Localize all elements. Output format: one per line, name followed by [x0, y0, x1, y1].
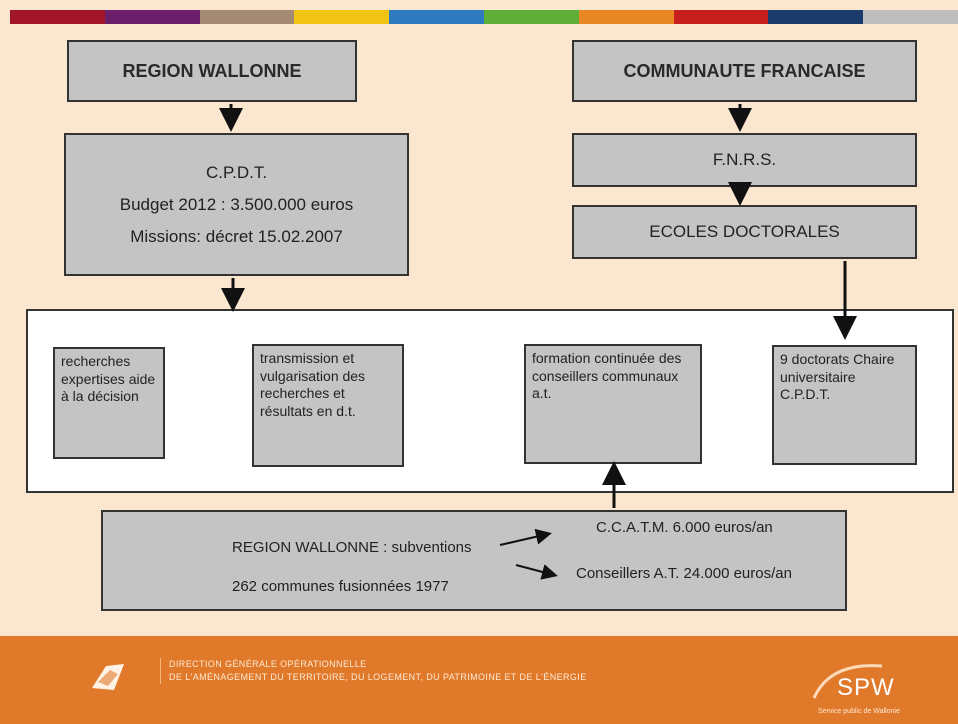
direction-logo-icon	[92, 664, 124, 690]
region-wallonne-subventions-box	[101, 510, 847, 611]
fnrs-title: F.N.R.S.	[712, 150, 777, 169]
color-stripes	[10, 10, 958, 24]
footer-bar: DIRECTION GÉNÉRALE OPÉRATIONNELLE DE L'A…	[0, 636, 958, 724]
panel-item-transmission-text: transmission et vulgarisation des recher…	[260, 350, 366, 419]
color-stripe-10	[863, 10, 958, 24]
fnrs-box: F.N.R.S.	[572, 133, 917, 187]
region-wallonne-title: REGION WALLONNE	[122, 60, 302, 81]
panel-item-recherches-text: recherches expertises aide à la décision	[61, 353, 156, 404]
color-stripe-1	[10, 10, 105, 24]
color-stripe-8	[673, 10, 769, 24]
ecoles-doctorales-box: ECOLES DOCTORALES	[572, 205, 917, 259]
panel-item-doctorats-text: 9 doctorats Chaire universitaire C.P.D.T…	[780, 351, 895, 402]
footer-line-1: DIRECTION GÉNÉRALE OPÉRATIONNELLE	[169, 659, 367, 669]
spw-logo-subtitle: Service public de Wallonie	[818, 708, 900, 715]
cpdt-budget: Budget 2012 : 3.500.000 euros	[119, 194, 354, 214]
panel-item-recherches: recherches expertises aide à la décision	[53, 347, 165, 459]
panel-item-formation: formation continuée des conseillers comm…	[524, 344, 702, 464]
conseillers-label: Conseillers A.T. 24.000 euros/an	[576, 565, 792, 582]
panel-item-doctorats: 9 doctorats Chaire universitaire C.P.D.T…	[772, 345, 917, 465]
cpdt-title: C.P.D.T.	[205, 162, 268, 182]
color-stripe-9	[768, 10, 864, 24]
region-wallonne-box: REGION WALLONNE	[67, 40, 357, 102]
spw-logo-icon	[812, 664, 883, 699]
color-stripe-6	[483, 10, 579, 24]
color-stripe-5	[389, 10, 484, 24]
color-stripe-3	[199, 10, 295, 24]
color-stripe-7	[578, 10, 674, 24]
ecoles-doctorales-title: ECOLES DOCTORALES	[649, 222, 840, 241]
communaute-francaise-title: COMMUNAUTE FRANCAISE	[623, 60, 866, 81]
panel-item-transmission: transmission et vulgarisation des recher…	[252, 344, 404, 467]
footer-line-2: DE L'AMÉNAGEMENT DU TERRITOIRE, DU LOGEM…	[169, 672, 587, 682]
color-stripe-4	[294, 10, 390, 24]
color-stripe-2	[104, 10, 200, 24]
spw-logo-text: SPW	[837, 674, 895, 701]
communes-label: 262 communes fusionnées 1977	[232, 578, 449, 595]
cpdt-box: C.P.D.T. Budget 2012 : 3.500.000 euros M…	[64, 133, 409, 276]
communaute-francaise-box: COMMUNAUTE FRANCAISE	[572, 40, 917, 102]
panel-item-formation-text: formation continuée des conseillers comm…	[532, 350, 682, 401]
ccatm-label: C.C.A.T.M. 6.000 euros/an	[596, 519, 773, 536]
cpdt-missions: Missions: décret 15.02.2007	[130, 226, 343, 246]
footer-direction-text: DIRECTION GÉNÉRALE OPÉRATIONNELLE DE L'A…	[160, 658, 587, 684]
subventions-label: REGION WALLONNE : subventions	[232, 539, 472, 556]
